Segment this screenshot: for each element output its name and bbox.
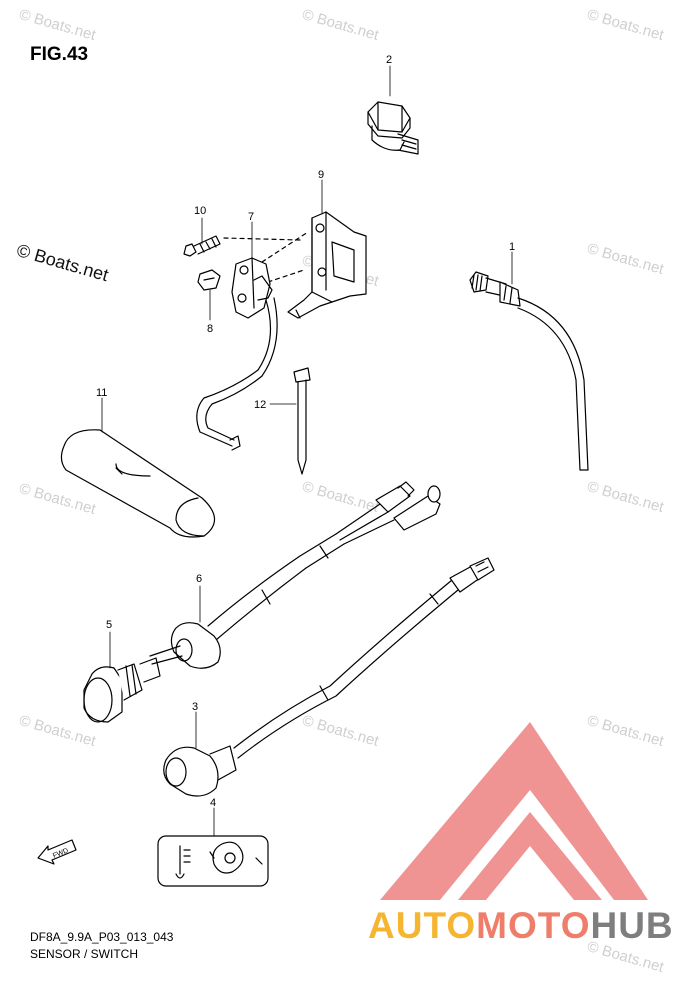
part-10-bolt: [183, 235, 221, 257]
callout-9: 9: [318, 169, 324, 181]
part-6-grommet-harness: [149, 481, 441, 669]
callout-8: 8: [207, 323, 213, 335]
brand-part-auto: AUTO: [368, 905, 477, 946]
part-4-label-plate: [157, 835, 269, 887]
assembly-guides: [223, 231, 309, 283]
callout-10: 10: [194, 205, 206, 217]
part-12-cable-tie: [293, 367, 311, 475]
callout-4: 4: [210, 797, 216, 809]
part-11-sleeve: [60, 429, 216, 538]
part-5-switch: [83, 657, 161, 723]
callout-2: 2: [386, 54, 392, 66]
fwd-arrow-icon: [37, 839, 77, 865]
figure-title: FIG.43: [30, 44, 89, 65]
brand-part-moto: MOTO: [476, 905, 591, 946]
part-1-temp-sensor: [469, 271, 589, 471]
leader-lines: [101, 65, 513, 837]
callout-12: 12: [254, 399, 266, 411]
callout-3: 3: [192, 701, 198, 713]
part-9-bracket: [287, 211, 367, 319]
part-7-switch: [196, 257, 278, 451]
callout-6: 6: [196, 573, 202, 585]
brand-part-hub: HUB: [590, 905, 674, 946]
callout-1: 1: [509, 241, 515, 253]
callout-11: 11: [96, 387, 107, 399]
callout-7: 7: [248, 211, 254, 223]
diagram-caption: SENSOR / SWITCH: [30, 947, 139, 961]
callout-5: 5: [106, 619, 112, 631]
diagram-code: DF8A_9.9A_P03_013_043: [30, 930, 174, 944]
part-3-switch: [163, 557, 495, 797]
brand-wordmark: AUTOMOTOHUB: [368, 905, 674, 947]
part-8-clip: [197, 269, 221, 291]
part-2-pressure-switch: [367, 101, 419, 155]
